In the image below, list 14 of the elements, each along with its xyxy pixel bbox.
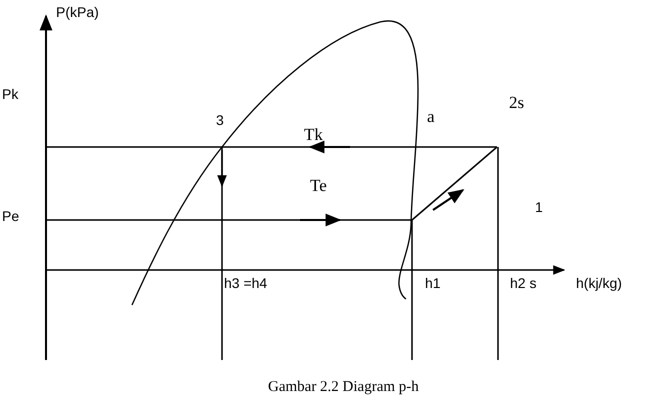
point-label: 1 bbox=[535, 198, 543, 217]
axis-label: P(kPa) bbox=[56, 3, 99, 22]
point-label: 3 bbox=[216, 111, 224, 130]
point-label: 2s bbox=[509, 92, 524, 114]
temperature-label: Tk bbox=[304, 124, 323, 146]
enthalpy-label: h1 bbox=[425, 274, 441, 293]
pressure-label: Pe bbox=[2, 207, 20, 226]
enthalpy-label: h3 =h4 bbox=[224, 274, 268, 293]
pressure-label: Pk bbox=[2, 85, 18, 104]
axis-label: h(kj/kg) bbox=[576, 274, 622, 293]
enthalpy-label: h2 s bbox=[510, 274, 536, 293]
figure-caption: Gambar 2.2 Diagram p-h bbox=[268, 378, 419, 397]
point-label: a bbox=[427, 106, 435, 128]
temperature-label: Te bbox=[310, 175, 327, 197]
